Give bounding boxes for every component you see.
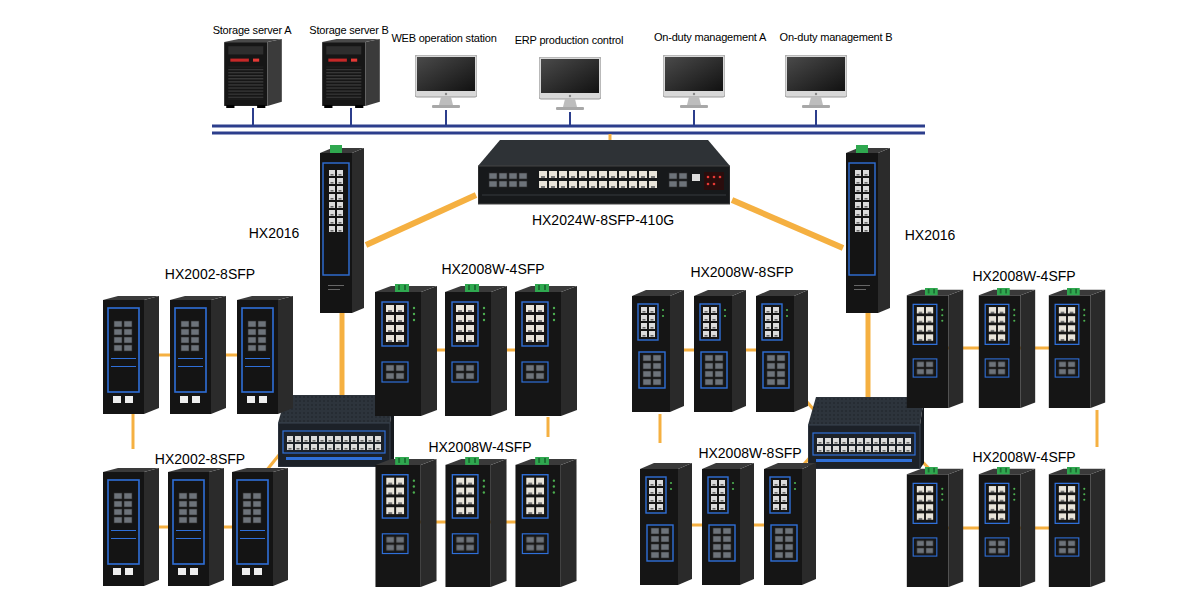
device-label: HX2008W-8SFP (698, 445, 801, 462)
device-node: HX2002-8SFP (100, 449, 296, 587)
device-node: HX2024W-8SFP-410G (476, 138, 732, 232)
din-switch (237, 296, 293, 414)
illustration-part (866, 310, 871, 402)
bus-drops (253, 108, 816, 126)
device-node: Storage server A (205, 20, 300, 108)
device-label: HX2008W-8SFP (690, 264, 793, 281)
illustration-part (350, 108, 352, 126)
device-label: ERP production control (515, 34, 624, 47)
device-node: HX2008W-4SFP (902, 447, 1118, 589)
device-node: On-duty management A (650, 30, 770, 112)
din-switch (168, 468, 224, 586)
illustration-part (340, 310, 345, 400)
device-label: HX2008W-4SFP (972, 268, 1075, 285)
din-switch (515, 457, 576, 587)
device-label: WEB operation station (391, 32, 496, 45)
device-label: HX2002-8SFP (155, 451, 245, 468)
din-switch (232, 468, 288, 586)
device-label: HX2016 (905, 227, 956, 244)
din-switch (375, 284, 437, 416)
device-label: HX2008W-4SFP (428, 439, 531, 456)
fiber-link (1096, 410, 1099, 447)
device-node: HX2016 (244, 145, 366, 313)
illustration-part (445, 110, 447, 126)
device-label: HX2016 (249, 225, 300, 242)
din-switch (170, 296, 226, 414)
fiber-link (547, 417, 550, 437)
device-node: HX2008W-8SFP (628, 262, 810, 414)
din-switch (1049, 288, 1105, 408)
server-tower (322, 39, 380, 108)
illustration-part (815, 110, 817, 126)
device-label: On-duty management A (654, 31, 766, 44)
monitor (415, 55, 477, 108)
device-label: HX2008W-4SFP (441, 261, 544, 278)
din-switch (907, 467, 963, 587)
din-switch (907, 288, 963, 408)
monitor (663, 55, 725, 108)
din-switch (694, 290, 746, 412)
device-node: HX2002-8SFP (100, 264, 296, 414)
din-switch (103, 296, 159, 414)
monitor (785, 55, 847, 108)
din-switch (515, 284, 577, 416)
din-switch (640, 463, 692, 585)
fiber-link (132, 414, 135, 449)
din-switch (103, 468, 159, 586)
network-bus (212, 126, 925, 133)
device-node: WEB operation station (384, 30, 504, 112)
din-switch (320, 145, 364, 313)
hub-switch (808, 397, 924, 469)
device-node: HX2016 (843, 145, 961, 313)
device-label: HX2002-8SFP (165, 266, 255, 283)
device-node: ERP production control (509, 32, 629, 112)
device-node: HX2008W-4SFP (902, 266, 1118, 410)
din-switch (756, 290, 808, 412)
monitor (539, 57, 601, 110)
din-switch (375, 457, 436, 587)
server-tower (224, 39, 282, 108)
illustration-part (212, 132, 925, 135)
din-switch (846, 145, 890, 313)
din-switch (1049, 467, 1105, 587)
device-label: HX2008W-4SFP (972, 449, 1075, 466)
rack-switch (478, 140, 730, 204)
din-switch (632, 290, 684, 412)
din-switch (979, 467, 1035, 587)
illustration-part (693, 110, 695, 126)
fiber-link (659, 414, 662, 443)
device-node: HX2008W-4SFP (372, 259, 582, 417)
din-switch (702, 463, 754, 585)
fiber-link (366, 195, 476, 245)
din-switch (764, 463, 816, 585)
device-node: HX2008W-4SFP (372, 437, 582, 589)
fiber-link (732, 200, 843, 248)
illustration-part (569, 112, 571, 126)
device-node: HX2008W-8SFP (636, 443, 818, 587)
device-node: Storage server B (302, 20, 397, 108)
devices (103, 39, 1105, 587)
illustration-part (252, 108, 254, 126)
device-label: Storage server B (309, 24, 388, 37)
device-label: Storage server A (213, 24, 292, 37)
device-label: On-duty management B (780, 31, 893, 44)
device-node: On-duty management B (776, 30, 896, 112)
device-label: HX2024W-8SFP-410G (532, 212, 674, 229)
illustration-part (212, 125, 925, 128)
din-switch (445, 284, 507, 416)
din-switch (979, 288, 1035, 408)
din-switch (445, 457, 506, 587)
